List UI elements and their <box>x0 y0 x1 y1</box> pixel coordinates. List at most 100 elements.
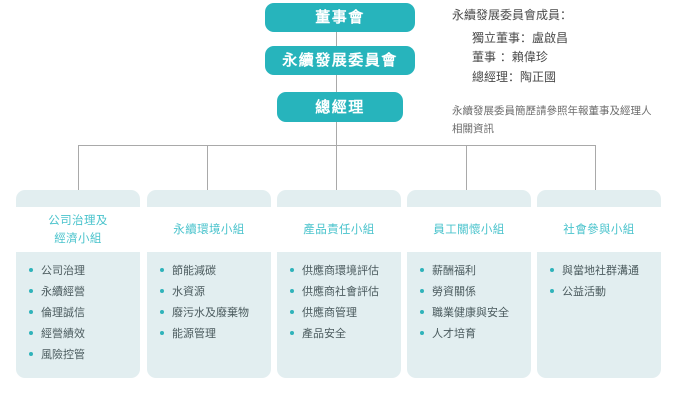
group-card-title: 公司治理及 經濟小組 <box>48 212 108 247</box>
bullet-icon <box>160 331 164 336</box>
list-item: 薪酬福利 <box>419 260 523 281</box>
bullet-icon <box>29 289 33 294</box>
bullet-icon <box>420 310 424 315</box>
bullet-icon <box>29 352 33 357</box>
list-item: 公益活動 <box>549 281 653 302</box>
group-card-header: 社會參與小組 <box>537 207 661 252</box>
group-card-items: 薪酬福利 勞資關係 職業健康與安全 人才培育 <box>407 260 531 344</box>
connector-drop-group-5 <box>595 145 596 190</box>
group-card-header: 員工關懷小組 <box>407 207 531 252</box>
group-card-corporate-governance: 公司治理及 經濟小組 公司治理 永續經營 倫理誠信 經營績效 風險控管 <box>16 190 140 378</box>
bullet-icon <box>29 268 33 272</box>
list-item-label: 公司治理 <box>41 264 85 277</box>
members-list: 獨立董事：盧啟昌 董事 ：賴偉珍 總經理：陶正國 <box>452 29 667 88</box>
group-card-employee-care: 員工關懷小組 薪酬福利 勞資關係 職業健康與安全 人才培育 <box>407 190 531 378</box>
members-title: 永續發展委員會成員： <box>452 8 573 22</box>
bullet-icon <box>290 331 294 336</box>
group-card-product-responsibility: 產品責任小組 供應商環境評估 供應商社會評估 供應商管理 產品安全 <box>277 190 401 378</box>
connector-gm-to-bus <box>336 122 337 145</box>
list-item: 能源管理 <box>159 323 263 344</box>
group-card-title-line1: 永續環境小組 <box>173 221 245 236</box>
list-item-label: 供應商環境評估 <box>302 264 379 277</box>
box-board-label: 董事會 <box>315 8 365 26</box>
bullet-icon <box>29 310 33 315</box>
bullet-icon <box>160 310 164 315</box>
bullet-icon <box>290 310 294 315</box>
bullet-icon <box>290 268 294 272</box>
list-item-label: 倫理誠信 <box>41 306 85 320</box>
group-card-title-line1: 產品責任小組 <box>303 221 375 236</box>
group-card-header: 永續環境小組 <box>147 207 271 252</box>
list-item: 勞資關係 <box>419 281 523 302</box>
list-item-label: 與當地社群溝通 <box>562 264 639 277</box>
list-item-label: 公益活動 <box>562 285 606 299</box>
box-sustainability-committee: 永續發展委員會 <box>265 46 415 75</box>
list-item: 經營績效 <box>28 323 132 344</box>
member-row: 獨立董事：盧啟昌 <box>472 30 569 45</box>
list-item-label: 人才培育 <box>432 327 476 341</box>
list-item-label: 能源管理 <box>172 327 216 341</box>
group-card-header: 公司治理及 經濟小組 <box>16 207 140 252</box>
box-sustainability-committee-label: 永續發展委員會 <box>282 51 398 69</box>
group-card-sustainable-environment: 永續環境小組 節能減碳 水資源 廢污水及廢棄物 能源管理 <box>147 190 271 378</box>
group-card-social-participation: 社會參與小組 與當地社群溝通 公益活動 <box>537 190 661 378</box>
bullet-icon <box>29 331 33 336</box>
group-card-items: 供應商環境評估 供應商社會評估 供應商管理 產品安全 <box>277 260 401 344</box>
connector-board-to-committee <box>336 32 337 46</box>
box-general-manager: 總經理 <box>277 92 403 122</box>
group-card-title: 員工關懷小組 <box>433 221 504 238</box>
bullet-icon <box>160 268 164 272</box>
list-item: 節能減碳 <box>159 260 263 281</box>
list-item: 公司治理 <box>28 260 132 281</box>
list-item-label: 廢污水及廢棄物 <box>172 306 249 320</box>
bullet-icon <box>160 289 164 294</box>
bullet-icon <box>420 331 424 336</box>
list-item: 產品安全 <box>289 323 393 344</box>
list-item-label: 供應商社會評估 <box>302 285 379 299</box>
connector-committee-to-gm <box>336 75 337 92</box>
list-item: 與當地社群溝通 <box>549 260 653 281</box>
group-card-title-line1: 員工關懷小組 <box>433 221 505 236</box>
members-footnote: 永續發展委員簡歷請參照年報董事及經理人相關資訊 <box>452 104 652 136</box>
bullet-icon <box>550 289 554 294</box>
list-item-label: 經營績效 <box>41 327 85 341</box>
connector-drop-group-2 <box>207 145 208 190</box>
group-card-title: 產品責任小組 <box>303 221 374 238</box>
group-card-title-line1: 公司治理及 <box>48 213 108 228</box>
list-item: 供應商社會評估 <box>289 281 393 302</box>
list-item: 職業健康與安全 <box>419 302 523 323</box>
box-general-manager-label: 總經理 <box>315 97 365 116</box>
list-item-label: 職業健康與安全 <box>432 306 509 320</box>
list-item: 永續經營 <box>28 281 132 302</box>
list-item-label: 水資源 <box>172 285 205 299</box>
list-item-label: 節能減碳 <box>172 264 216 277</box>
group-card-title: 社會參與小組 <box>563 221 634 238</box>
member-row: 總經理：陶正國 <box>472 70 557 85</box>
group-card-title-line1: 社會參與小組 <box>563 221 635 236</box>
list-item-label: 供應商管理 <box>302 306 357 320</box>
list-item-label: 風險控管 <box>41 348 85 362</box>
list-item: 供應商環境評估 <box>289 260 393 281</box>
committee-members-note: 永續發展委員會成員： 獨立董事：盧啟昌 董事 ：賴偉珍 總經理：陶正國 永續發展… <box>452 6 667 139</box>
list-item: 風險控管 <box>28 344 132 365</box>
group-card-items: 節能減碳 水資源 廢污水及廢棄物 能源管理 <box>147 260 271 344</box>
member-row: 董事 ：賴偉珍 <box>472 50 548 65</box>
bullet-icon <box>420 289 424 294</box>
list-item: 倫理誠信 <box>28 302 132 323</box>
connector-drop-group-1 <box>78 145 79 190</box>
bullet-icon <box>550 268 554 272</box>
list-item-label: 勞資關係 <box>432 285 476 299</box>
group-card-items: 公司治理 永續經營 倫理誠信 經營績效 風險控管 <box>16 260 140 366</box>
list-item: 廢污水及廢棄物 <box>159 302 263 323</box>
list-item-label: 產品安全 <box>302 327 346 341</box>
connector-drop-group-3 <box>336 145 337 190</box>
list-item: 供應商管理 <box>289 302 393 323</box>
bullet-icon <box>420 268 424 272</box>
group-card-header: 產品責任小組 <box>277 207 401 252</box>
list-item-label: 永續經營 <box>41 285 85 299</box>
connector-drop-group-4 <box>466 145 467 190</box>
bullet-icon <box>290 289 294 294</box>
group-card-title: 永續環境小組 <box>173 221 244 238</box>
group-card-items: 與當地社群溝通 公益活動 <box>537 260 661 302</box>
